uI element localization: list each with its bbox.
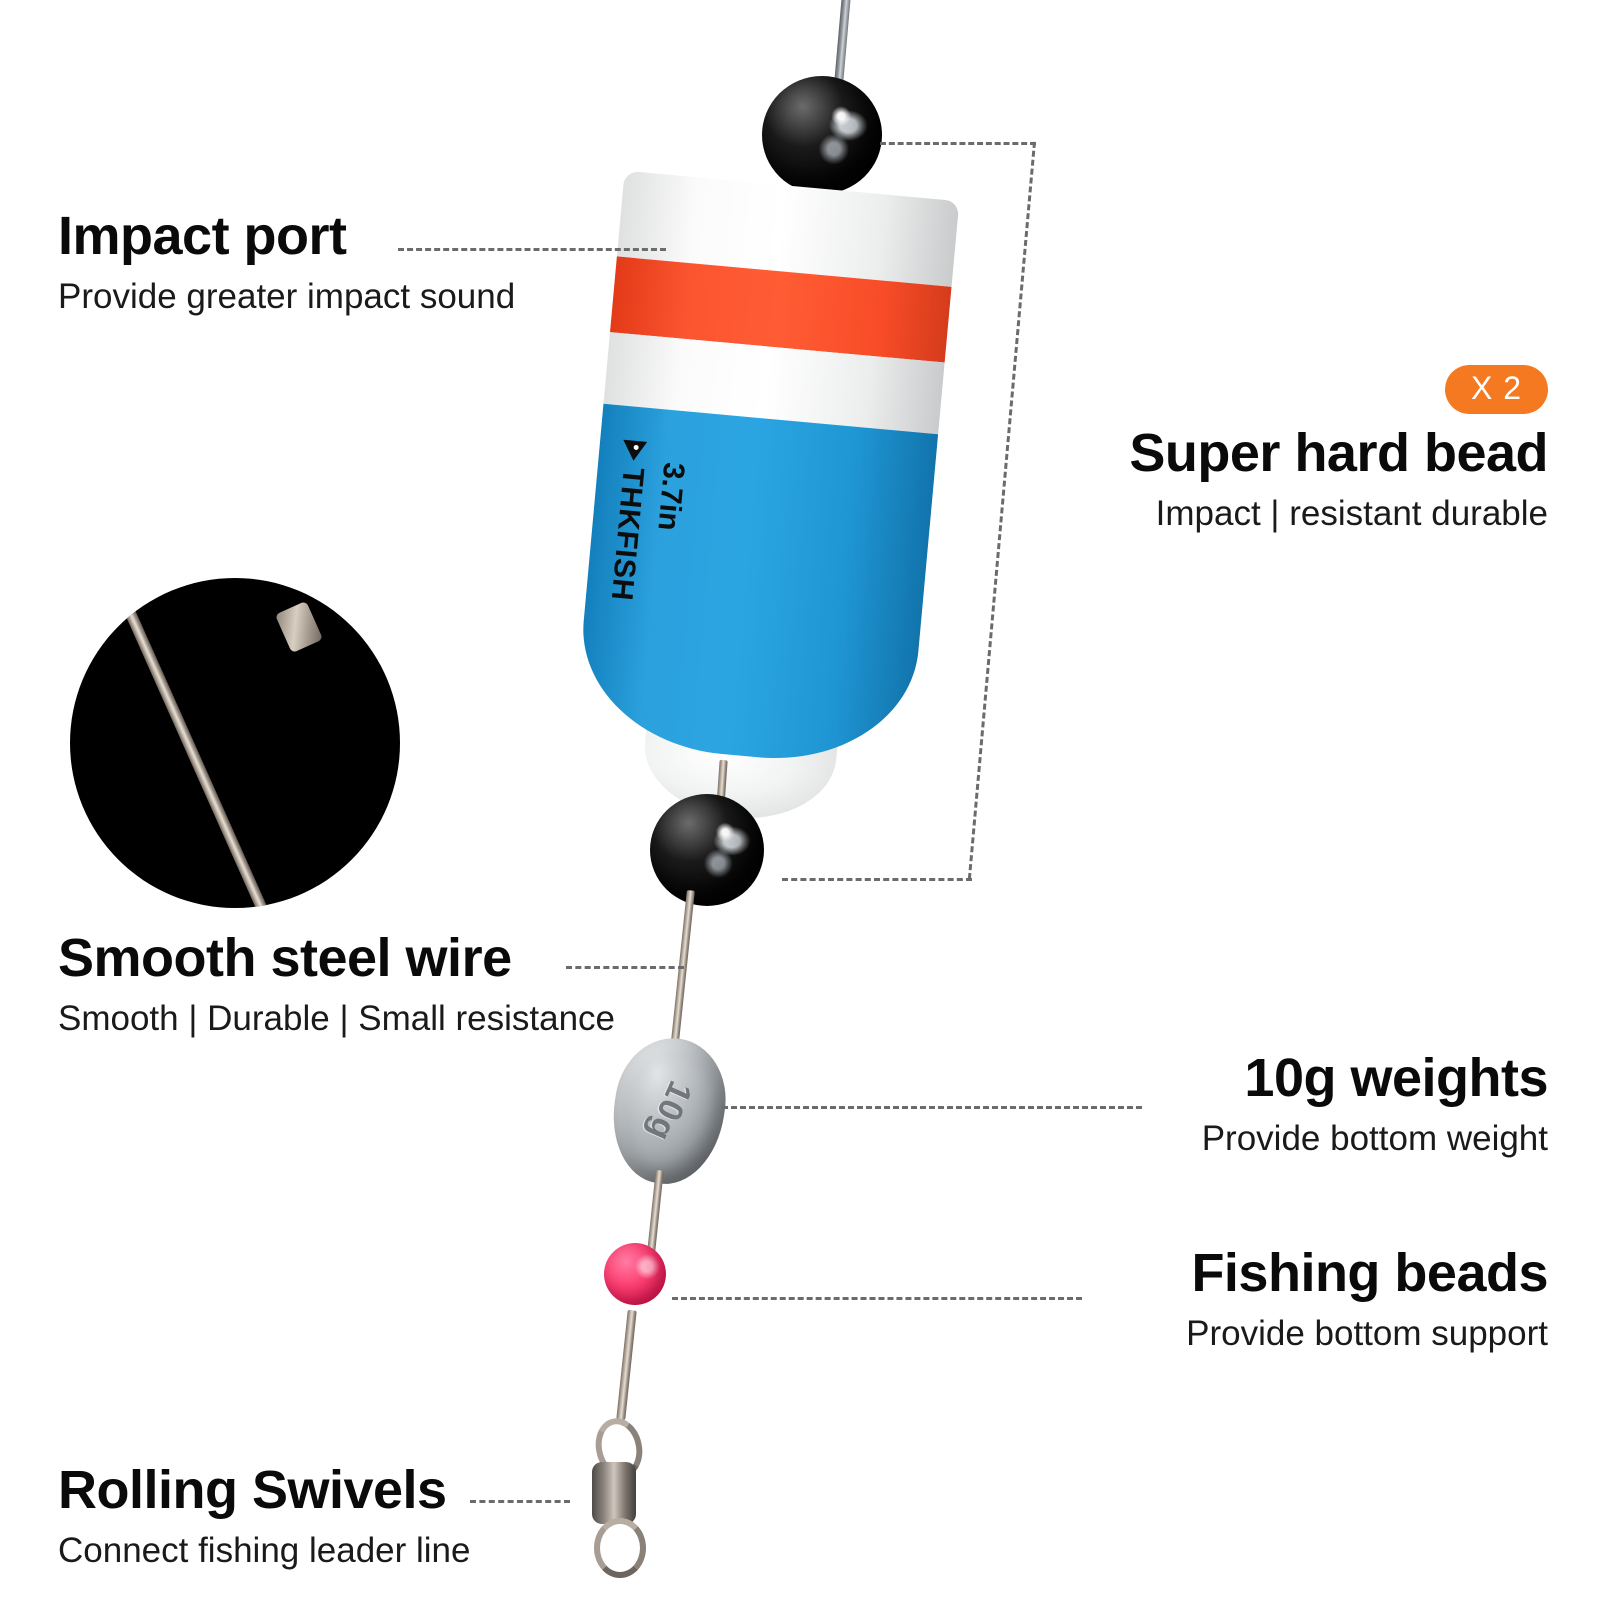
fish-logo-icon <box>621 439 648 462</box>
callout-impact-port: Impact port Provide greater impact sound <box>58 208 515 317</box>
float-size-label: 3.7in <box>651 460 691 533</box>
steel-wire-macro-inset <box>70 578 400 908</box>
sinker-weight-label: 10g <box>639 1075 700 1148</box>
callout-rolling-swivels-subtitle: Connect fishing leader line <box>58 1530 471 1570</box>
callout-impact-port-title: Impact port <box>58 206 347 266</box>
leader-bracket-top-segment <box>880 142 1036 145</box>
macro-steel-wire <box>104 578 274 908</box>
leader-line-smooth-steel-wire <box>566 966 684 969</box>
lead-weight-sinker: 10g <box>603 1030 735 1192</box>
leader-line-impact-port <box>398 248 666 251</box>
leader-bracket-bottom-segment <box>782 878 972 881</box>
pink-fishing-bead <box>604 1243 666 1305</box>
callout-impact-port-subtitle: Provide greater impact sound <box>58 276 516 316</box>
swivel-barrel <box>592 1462 636 1524</box>
super-hard-bead-bottom <box>650 794 764 906</box>
callout-super-hard-bead: Super hard bead Impact | resistant durab… <box>988 425 1548 534</box>
callout-fishing-beads-title: Fishing beads <box>1191 1243 1548 1303</box>
callout-smooth-steel-wire-subtitle: Smooth | Durable | Small resistance <box>58 998 616 1038</box>
callout-super-hard-bead-subtitle: Impact | resistant durable <box>1155 493 1548 533</box>
quantity-badge-super-hard-bead: X 2 <box>1444 365 1548 415</box>
steel-wire-segment-middle <box>669 890 695 1060</box>
callout-weights-subtitle: Provide bottom weight <box>1201 1118 1548 1158</box>
leader-line-fishing-beads <box>672 1297 1082 1300</box>
callout-rolling-swivels-title: Rolling Swivels <box>58 1460 447 1520</box>
swivel-eye-bottom <box>594 1518 646 1578</box>
callout-smooth-steel-wire: Smooth steel wire Smooth | Durable | Sma… <box>58 930 615 1039</box>
macro-crimp-sleeve <box>274 600 324 654</box>
callout-fishing-beads: Fishing beads Provide bottom support <box>988 1245 1548 1354</box>
callout-rolling-swivels: Rolling Swivels Connect fishing leader l… <box>58 1462 470 1571</box>
leader-line-rolling-swivels <box>470 1500 570 1503</box>
bobber-float: THKFISH 3.7in <box>570 170 960 827</box>
super-hard-bead-top <box>762 76 882 194</box>
callout-super-hard-bead-title: Super hard bead <box>1129 423 1548 483</box>
leader-line-weights <box>722 1106 1142 1109</box>
callout-smooth-steel-wire-title: Smooth steel wire <box>58 928 512 988</box>
callout-weights: 10g weights Provide bottom weight <box>988 1048 1549 1159</box>
callout-weights-title: 10g weights <box>1244 1048 1548 1108</box>
rolling-swivel <box>560 1400 680 1590</box>
callout-fishing-beads-subtitle: Provide bottom support <box>1186 1313 1548 1353</box>
